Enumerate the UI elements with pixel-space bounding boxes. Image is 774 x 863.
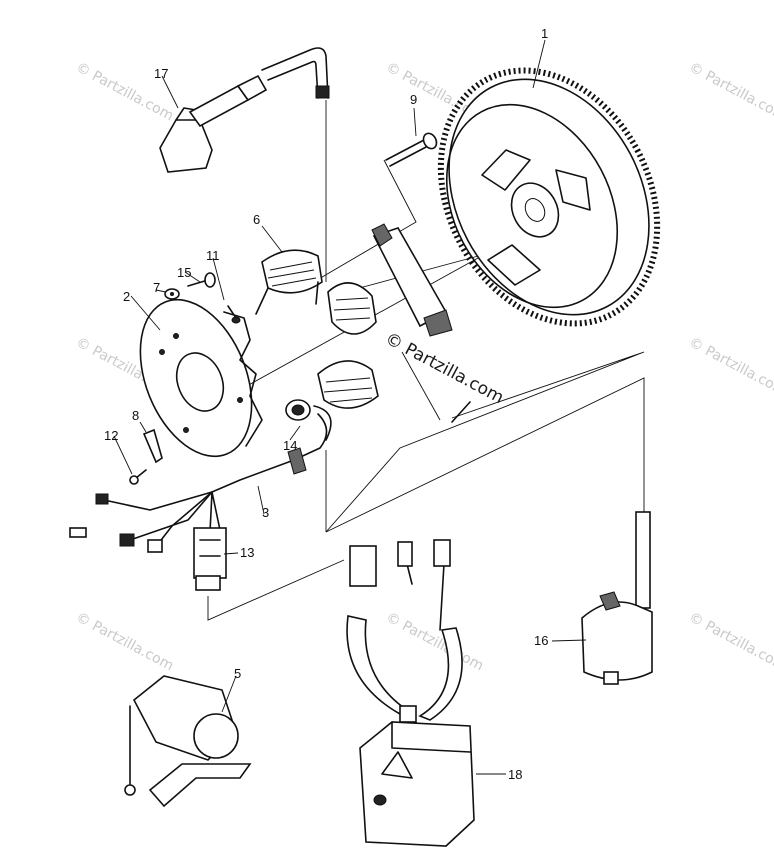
callout-15: 15 <box>177 265 191 280</box>
pulser-coil <box>371 223 471 423</box>
callout-14: 14 <box>283 438 297 453</box>
stator-plate <box>139 298 263 458</box>
callout-5: 5 <box>234 666 241 681</box>
exciter-coil <box>317 360 379 409</box>
callout-17: 17 <box>154 66 168 81</box>
callout-labels: 1 2 3 5 6 7 8 9 11 12 13 14 15 16 17 18 <box>104 26 548 782</box>
callout-leaders <box>113 39 587 775</box>
charging-coil <box>255 249 323 315</box>
callout-8: 8 <box>132 408 139 423</box>
callout-18: 18 <box>508 767 522 782</box>
callout-6: 6 <box>253 212 260 227</box>
ignition-coil <box>581 511 653 685</box>
callout-1: 1 <box>541 26 548 41</box>
callout-9: 9 <box>410 92 417 107</box>
flywheel <box>437 67 661 327</box>
callout-16: 16 <box>534 633 548 648</box>
callout-3: 3 <box>262 505 269 520</box>
callout-12: 12 <box>104 428 118 443</box>
callout-2: 2 <box>123 289 130 304</box>
watermark: © Partzilla.com <box>686 609 774 674</box>
watermark: © Partzilla.com <box>383 609 486 674</box>
washer <box>164 288 180 300</box>
callout-11: 11 <box>206 248 220 263</box>
bolt <box>385 132 438 167</box>
watermark-center: © Partzilla.com <box>382 329 507 408</box>
connector <box>193 527 227 591</box>
watermark: © Partzilla.com <box>686 59 774 124</box>
watermark: © Partzilla.com <box>686 334 774 399</box>
screw <box>187 272 241 324</box>
wire-clamp <box>129 428 163 485</box>
starter-solenoid <box>124 675 252 808</box>
wiring-harness <box>69 405 332 553</box>
cdi-box <box>346 539 475 847</box>
watermark: © Partzilla.com <box>73 609 176 674</box>
callout-13: 13 <box>240 545 254 560</box>
grommet <box>285 399 311 421</box>
lighting-coil <box>327 282 377 335</box>
callout-7: 7 <box>153 280 160 295</box>
spark-plug-cap <box>159 47 330 173</box>
